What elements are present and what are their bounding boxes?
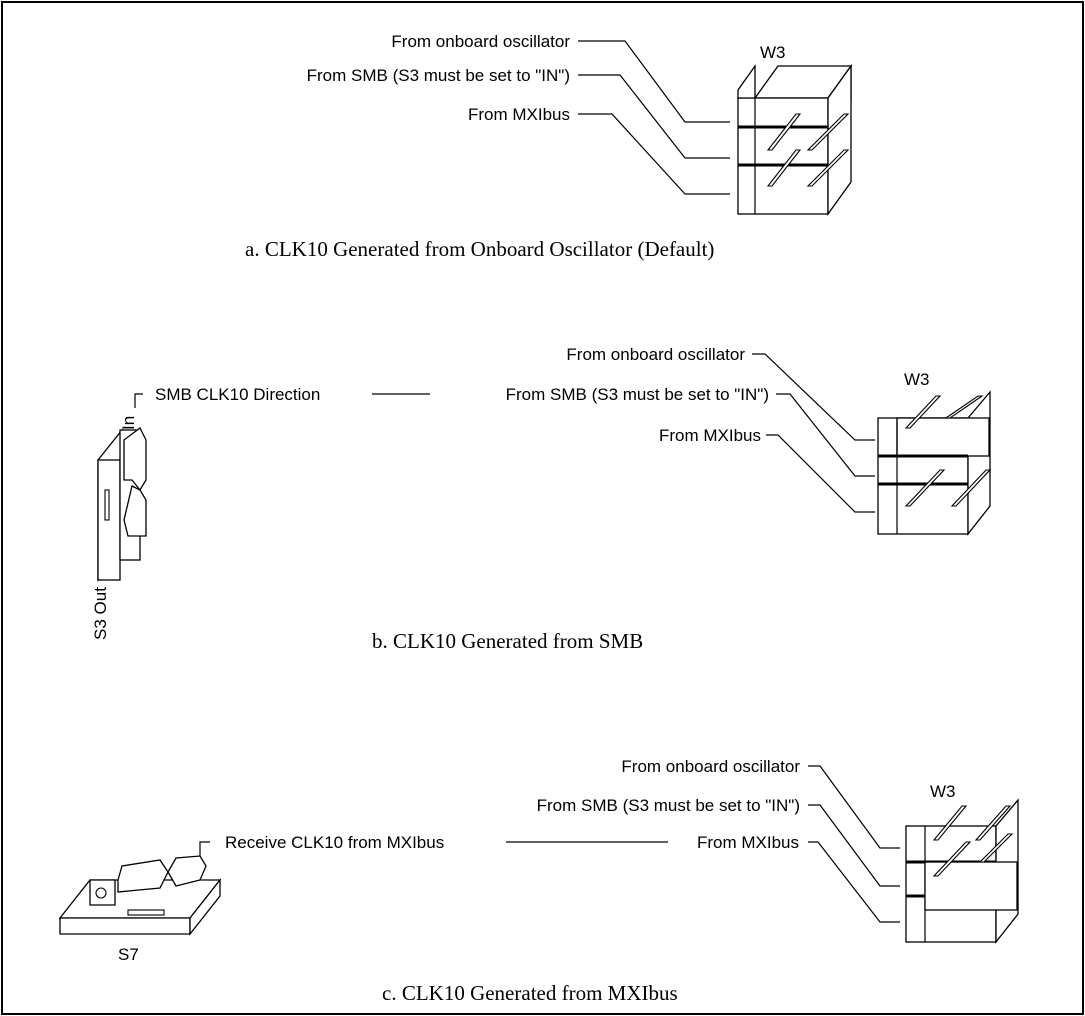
label-from-mxibus: From MXIbus (697, 833, 799, 852)
label-from-smb: From SMB (S3 must be set to "IN") (537, 796, 800, 815)
header-top-edge (737, 63, 756, 99)
w3-header: W3 (930, 782, 956, 801)
header-pin (932, 805, 968, 841)
switch-s7-label: S7 (118, 945, 139, 964)
switch-slot (127, 909, 165, 916)
label-from-smb: From SMB (S3 must be set to "IN") (307, 66, 570, 85)
label-from-smb: From SMB (S3 must be set to "IN") (506, 385, 769, 404)
w3-header: W3 (760, 43, 786, 62)
leader-line (752, 353, 875, 441)
header-pin (806, 113, 850, 151)
panel-c: From onboard oscillator From SMB (S3 mus… (58, 757, 1019, 1005)
header-pin (766, 149, 802, 187)
w3-jumper-block (877, 390, 992, 536)
label-onboard-oscillator: From onboard oscillator (391, 32, 570, 51)
header-pin (766, 113, 802, 151)
leader-line (578, 40, 730, 123)
switch-s7: S7 (58, 855, 222, 964)
leader-line (578, 113, 730, 195)
header-side (827, 63, 852, 217)
leader-line (808, 765, 900, 849)
panel-b: From onboard oscillator From SMB (S3 mus… (91, 345, 992, 653)
caption-c: c. CLK10 Generated from MXIbus (382, 981, 678, 1005)
label-receive-clk10: Receive CLK10 from MXIbus (225, 833, 444, 852)
leader-line (776, 393, 875, 477)
leader-line (766, 434, 875, 513)
label-from-mxibus: From MXIbus (659, 426, 761, 445)
switch-s3: In S3 Out (91, 416, 147, 640)
leader-line (808, 841, 900, 923)
switch-actuator-right (167, 855, 207, 887)
label-smb-clk10-direction: SMB CLK10 Direction (155, 385, 320, 404)
label-onboard-oscillator: From onboard oscillator (621, 757, 800, 776)
switch-out-label: S3 Out (91, 587, 110, 640)
leader-line (134, 393, 143, 408)
label-from-mxibus: From MXIbus (468, 105, 570, 124)
header-pin (932, 841, 972, 877)
switch-actuator-lower (123, 485, 147, 537)
header-pin (944, 395, 984, 419)
switch-actuator-left (117, 859, 169, 893)
header-pin (806, 149, 850, 187)
header-side (967, 390, 991, 536)
switch-slot (104, 489, 110, 521)
header-pin (904, 395, 942, 429)
jumper-cap (924, 861, 1018, 911)
panel-a: From onboard oscillator From SMB (S3 mus… (245, 32, 853, 261)
header-pin (950, 469, 992, 507)
switch-front (59, 917, 191, 935)
w3-jumper-block (905, 798, 1019, 944)
switch-in-label: In (119, 416, 138, 430)
header-pin (904, 469, 946, 507)
label-onboard-oscillator: From onboard oscillator (566, 345, 745, 364)
header-pin (978, 833, 1014, 863)
caption-a: a. CLK10 Generated from Onboard Oscillat… (245, 237, 714, 261)
caption-b: b. CLK10 Generated from SMB (372, 629, 643, 653)
switch-actuator-upper (123, 427, 147, 492)
switch-hole (95, 887, 107, 899)
w3-header: W3 (904, 370, 930, 389)
switch-side (189, 878, 221, 936)
w3-jumper-block (737, 63, 853, 217)
leader-line (808, 804, 900, 887)
leader-line (578, 74, 730, 159)
header-front (737, 97, 829, 215)
header-pin (974, 805, 1012, 841)
